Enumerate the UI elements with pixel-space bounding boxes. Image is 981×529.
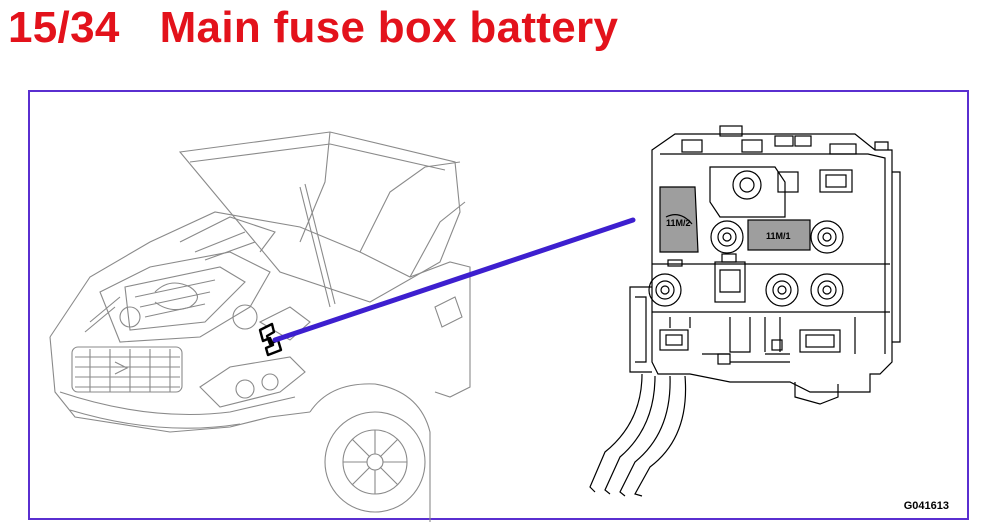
figure-code: G041613 [903,500,949,512]
fuse-box-diagram [589,125,901,497]
diagram-frame: 11M/2 11M/1 G041613 [28,90,969,522]
leader-line [272,217,636,343]
page-number: 15/34 [8,3,120,52]
car-illustration [49,131,471,522]
page-title: Main fuse box battery [159,3,619,52]
location-marker-icon [258,322,283,357]
page-header: 15/34 Main fuse box battery [8,0,618,56]
fuse-label-11m1: 11M/1 [766,231,791,241]
fuse-label-11m2: 11M/2 [666,218,691,228]
diagram-svg: 11M/2 11M/1 [49,125,901,522]
